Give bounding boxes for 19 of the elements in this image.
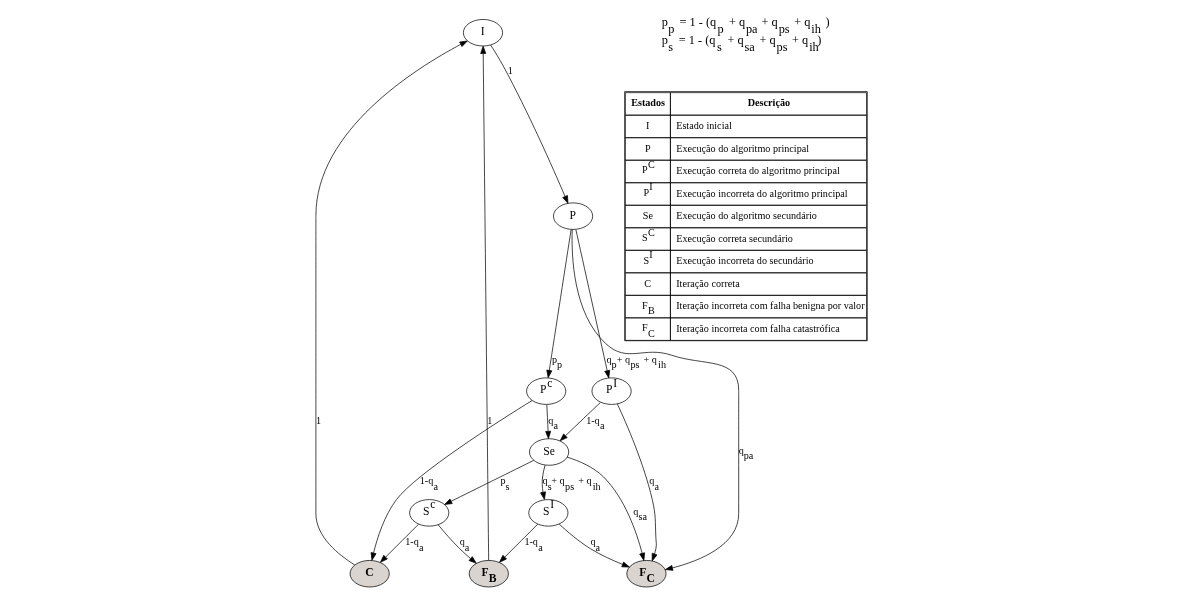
label: Execução incorreta do secundário	[676, 255, 814, 267]
edge-label: 1	[487, 415, 493, 427]
label: Iteração correta	[676, 277, 740, 289]
label: Execução do algoritmo secundário	[676, 210, 817, 222]
label: Estados	[631, 96, 666, 108]
label: P	[644, 142, 651, 154]
label: I	[646, 120, 650, 132]
label: Se	[642, 210, 653, 222]
label: C	[644, 277, 652, 289]
edge-label: 1	[315, 415, 321, 427]
label: Execução do algoritmo principal	[676, 142, 810, 154]
label: Execução correta do algoritmo principal	[676, 165, 840, 177]
label: Iteração incorreta com falha catastrófica	[676, 322, 840, 334]
label: Iteração incorreta com falha benigna por valor	[676, 300, 865, 312]
label: Descrição	[747, 96, 791, 108]
label: Execução incorreta do algoritmo principal	[676, 187, 848, 199]
edge-label: 1	[507, 65, 513, 77]
label: Execução correta secundário	[676, 232, 793, 244]
label: Estado inicial	[676, 120, 732, 132]
